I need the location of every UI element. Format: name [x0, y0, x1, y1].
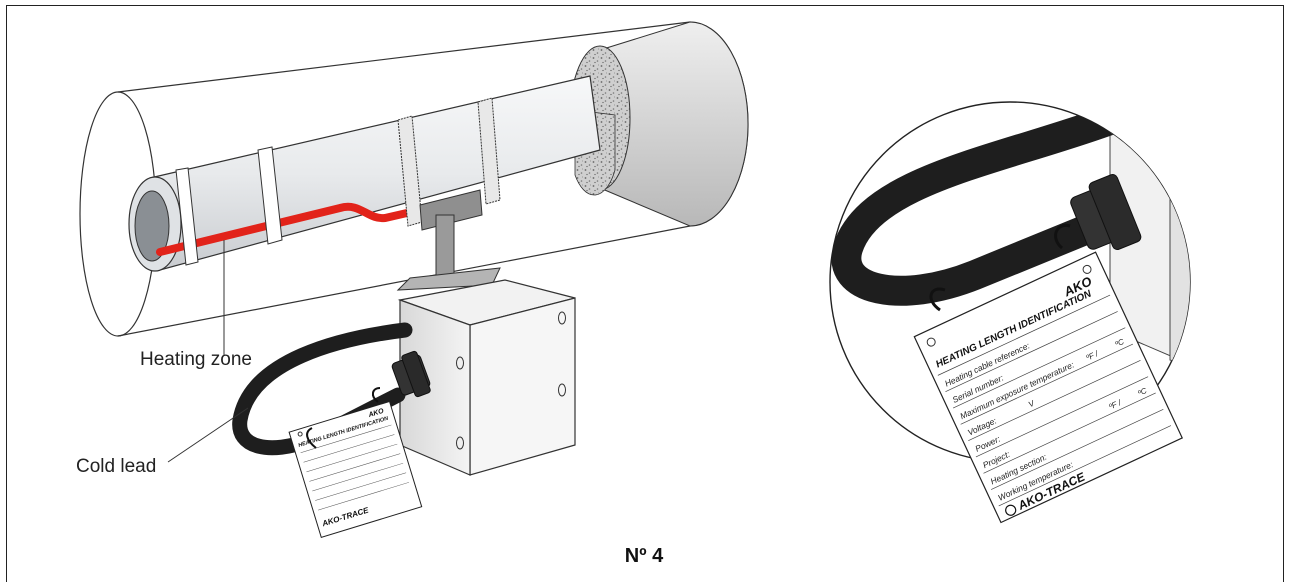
- tag-ring: [306, 427, 317, 449]
- detail-magnifier: HEATING LENGTH IDENTIFICATION AKO Heatin…: [829, 101, 1191, 524]
- small-tag-logo: AKO: [367, 408, 385, 420]
- tag-ring: [929, 287, 946, 312]
- pipe-assembly: HEATING LENGTH IDENTIFICATION AKO AKO-TR…: [76, 21, 749, 538]
- pipe-support-stand: [396, 189, 501, 291]
- tag-unit-v: V: [1027, 399, 1036, 410]
- junction-box: [397, 279, 576, 476]
- cold-lead-cable: [232, 322, 431, 456]
- heating-zone-label: Heating zone: [140, 349, 252, 370]
- figure-number: Nº 4: [625, 545, 664, 567]
- tag-unit-c-1: ºC: [1114, 337, 1126, 349]
- tag-ring: [1054, 223, 1071, 250]
- cold-lead-label: Cold lead: [76, 456, 156, 477]
- tag-unit-c-2: ºC: [1137, 386, 1149, 398]
- fixing-tapes: [175, 146, 283, 266]
- heating-cable: [156, 202, 424, 256]
- figure-frame: [6, 5, 1284, 582]
- cold-lead-leader: [167, 407, 249, 463]
- brand-mark-icon: [1005, 504, 1017, 516]
- tag-ring: [372, 387, 381, 403]
